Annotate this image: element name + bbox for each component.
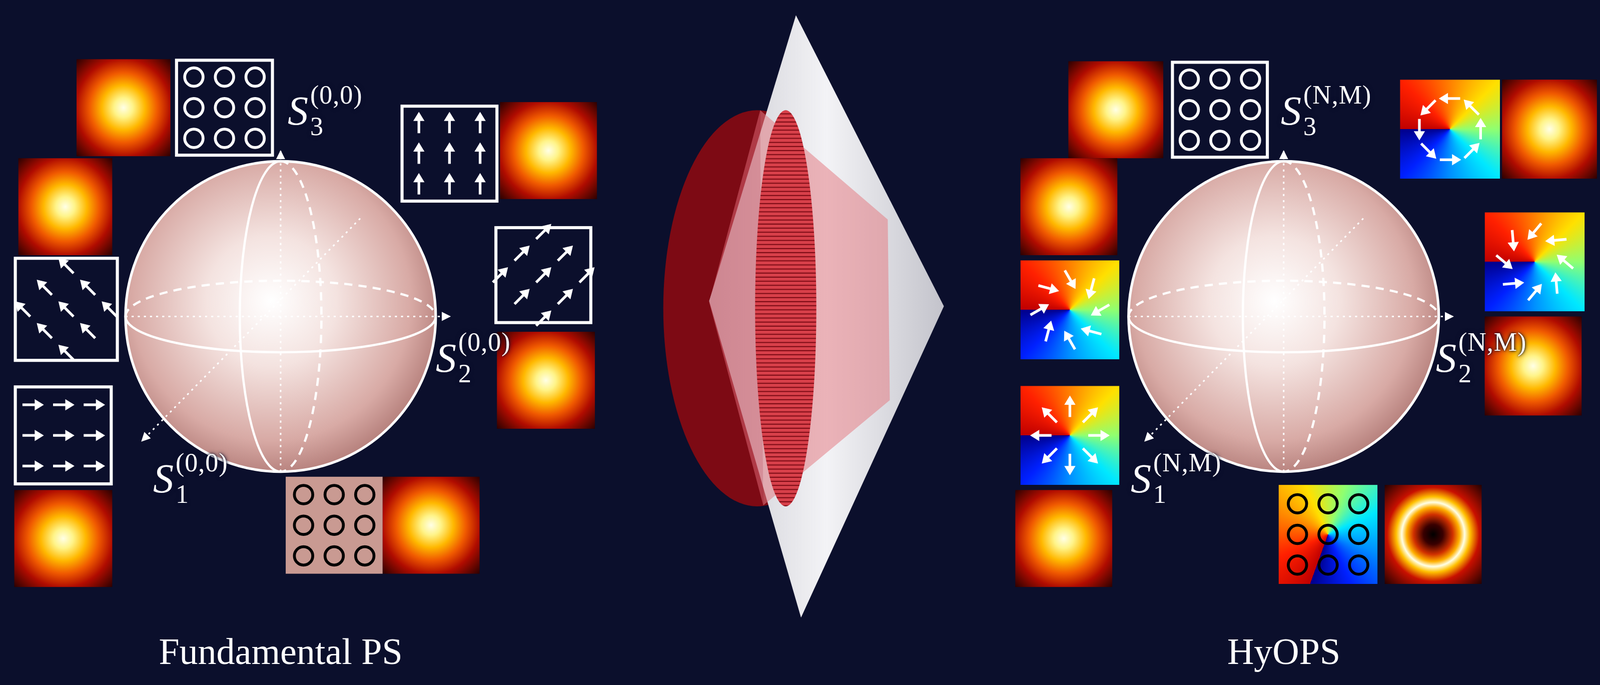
index-stack: (N,M) 2 bbox=[1458, 328, 1527, 388]
axis-subscript: 1 bbox=[1153, 480, 1222, 509]
axis-subscript: 3 bbox=[310, 113, 363, 141]
axis-label: S(N,M) 2 bbox=[1435, 328, 1527, 388]
axis-superscript: (0,0) bbox=[458, 328, 511, 357]
index-stack: (0,0) 1 bbox=[175, 449, 229, 508]
beam-insets-left bbox=[11, 59, 599, 587]
sphere-caption: Fundamental PS bbox=[158, 631, 403, 672]
index-stack: (N,M) 1 bbox=[1153, 449, 1222, 508]
axis-symbol: S bbox=[1130, 458, 1152, 500]
axis-label: S(0,0) 1 bbox=[153, 449, 229, 508]
axis-symbol: S bbox=[153, 458, 174, 500]
axis-symbol: S bbox=[435, 337, 457, 379]
axis-superscript: (N,M) bbox=[1303, 81, 1372, 110]
axis-label: S(N,M) 1 bbox=[1130, 449, 1222, 508]
axis-superscript: (0,0) bbox=[310, 81, 363, 110]
axis-subscript: 1 bbox=[175, 480, 229, 509]
axis-subscript: 2 bbox=[1458, 360, 1527, 388]
axis-subscript: 2 bbox=[458, 360, 511, 388]
index-stack: (0,0) 2 bbox=[458, 328, 511, 388]
poincare-sphere bbox=[1128, 151, 1454, 472]
axis-superscript: (N,M) bbox=[1153, 449, 1222, 477]
axis-superscript: (0,0) bbox=[175, 449, 229, 477]
axis-label: S(0,0) 3 bbox=[287, 81, 363, 141]
axis-symbol: S bbox=[1435, 337, 1457, 379]
axis-superscript: (N,M) bbox=[1458, 328, 1527, 357]
beam-insets-right bbox=[1015, 61, 1597, 587]
sphere-caption: HyOPS bbox=[1227, 631, 1341, 672]
metasurface-lens bbox=[663, 15, 945, 618]
axis-symbol: S bbox=[1280, 90, 1302, 132]
index-stack: (0,0) 3 bbox=[310, 81, 363, 141]
index-stack: (N,M) 3 bbox=[1303, 81, 1372, 141]
axis-label: S(0,0) 2 bbox=[435, 328, 511, 388]
axis-symbol: S bbox=[287, 90, 309, 132]
axis-label: S(N,M) 3 bbox=[1280, 81, 1372, 141]
axis-subscript: 3 bbox=[1303, 113, 1372, 141]
